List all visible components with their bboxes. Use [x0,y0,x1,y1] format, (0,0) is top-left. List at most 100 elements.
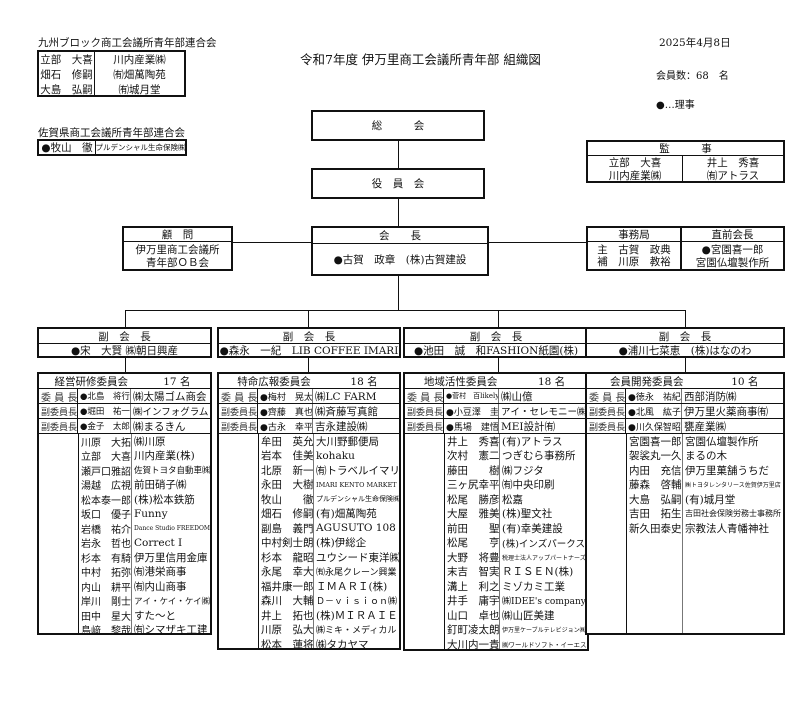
past-president-box: 直前会長 ●宮園喜一郎 宮園仏壇製作所 [680,226,785,271]
member-company: 松嘉 [502,493,523,506]
date: 2025年4月8日 [659,37,731,49]
member-row: 藤田 樹㈱フジタ [405,463,587,478]
member-name: 袈裟丸一久 [629,450,682,463]
member-name: 井上 拓也 [261,609,313,622]
member-name: 島﨑 黎哉 [81,626,131,637]
member-name: 立部 大喜 [81,452,131,463]
officer-role: 副委員長 [219,419,258,433]
officer-name: ●梅村 晃太 [258,389,313,403]
advisor-box: 顧 問 伊万里商工会議所 青年部ＯＢ会 [122,226,233,271]
connector-line [125,310,126,327]
vice-president-name: ●浦川七菜恵 (株)はなのわ [618,344,752,357]
officer-role: 副委員長 [405,404,444,418]
president-box: 会 長 ●古賀 政章 (株)古賀建設 [311,226,489,276]
officer-company: アイ・セレモニー㈱ [501,407,587,418]
member-count: 会員数：68 名 [656,71,729,82]
board-label: 役 員 会 [371,178,425,190]
officer-role: 副委員長 [219,404,258,418]
officer-company: 伊万里火薬商事㈲ [684,405,768,418]
president-title: 会 長 [313,228,487,244]
kyushu-company: 川内産業㈱ [113,54,166,66]
committee-count: 17 名 [163,375,191,388]
member-company: 前田硝子㈱ [134,479,187,492]
member-row: 中村剣士朗(株)伊総企 [219,536,399,551]
member-row: 藤森 啓輔㈱トヨタレンタリース佐賀伊万里店 [587,478,783,493]
member-company: ㈲港栄商事 [134,566,187,579]
member-name: 中村 拓弥 [81,568,131,579]
officer-role: 副委員長 [39,419,78,433]
past-president-line1: ●宮園喜一郎 [701,243,764,256]
connector-line [125,357,126,372]
connector-line [685,310,686,327]
member-row: 松本 蓮将㈱タカヤマ [219,637,399,652]
vice-president-name: ●池田 誠 和FASHION紙園(株) [413,344,579,357]
member-name: 福井康一郎 [261,580,313,593]
member-row: 湯越 広視前田硝子㈱ [39,478,210,492]
member-company: ㈲トラベルイマリ [316,464,399,477]
officer-company: 西部消防㈱ [684,390,737,403]
member-name: 杉本 有騎 [81,553,131,565]
vice-president-name: ●宋 大賢 ㈱朝日興産 [71,344,178,357]
member-company: ㈱フジタ [502,464,544,477]
member-name: 藤田 樹 [447,464,499,477]
committee-count: 10 名 [731,375,759,388]
member-company: ㈱ワールドソフト・イーエス [502,641,587,650]
committee-name: 経営研修委員会 [54,375,129,388]
member-name: 内山 耕平 [81,582,131,594]
member-name: 次村 憲二 [447,450,499,463]
secretariat-title: 事務局 [588,228,680,242]
member-row: 吉田 拓生吉田社会保険労務士事務所 [587,507,783,522]
officer-row: 副委員長●小豆澤 圭アイ・セレモニー㈱ [405,404,587,419]
member-company: (株)ＭＩＲＡＩＥ [316,609,398,622]
officer-company: MEI設計㈲ [501,420,556,433]
director-legend: ●…理事 [656,100,695,111]
member-row: 内山 耕平㈲内山商事 [39,579,210,594]
board-box: 役 員 会 [311,168,485,199]
auditor-company: ㈲アトラス [706,169,760,182]
officer-role: 委 員 長 [405,389,444,403]
officer-name: ●堀田 祐一 [78,404,131,418]
member-company: Correct I [134,536,183,549]
member-row: 新久田泰史宗教法人青幡神社 [587,521,783,536]
member-name: 溝上 利之 [447,580,499,593]
auditor-company: 川内産業㈱ [608,169,662,182]
member-name: 杉本 龍昭 [261,551,313,564]
member-row: 牧山 徹プルデンシャル生命保険㈱ [219,492,399,507]
officer-company: 甕産業㈱ [684,420,726,433]
kyushu-name: 大島 弘嗣 [40,84,93,96]
member-name: 森川 大輔 [261,595,313,608]
officer-row: 委 員 長●梅村 晃太㈱LC FARM [219,389,399,404]
member-row: 永尾 幸大㈲永尾クレーン興業 [219,565,399,580]
member-row: 田中 星大すた～と [39,608,210,623]
saga-company: プルデンシャル生命保険㈱ [96,143,185,152]
member-name: 中村剣士朗 [261,537,313,550]
member-name: 岸川 剛士 [81,597,131,608]
member-company: (有)アトラス [502,435,563,448]
member-row: 次村 憲二つぎむら事務所 [405,449,587,464]
committee-name: 特命広報委員会 [237,375,311,388]
column-divider [444,434,445,649]
vice-president-box: 副 会 長●池田 誠 和FASHION紙園(株) [403,327,589,358]
general-assembly-box: 総 会 [311,110,485,141]
past-president-title: 直前会長 [682,228,783,242]
officer-company: ㈱山億 [501,390,533,403]
vice-president-title: 副 会 長 [219,329,399,344]
member-name: 宮園喜一郎 [629,435,682,448]
column-divider [499,434,500,649]
member-row: 大屋 雅美(株)聖文社 [405,507,587,522]
member-name: 山口 卓也 [447,609,499,622]
member-row: 松尾 勝彦松嘉 [405,492,587,507]
member-row: 井上 拓也(株)ＭＩＲＡＩＥ [219,608,399,623]
member-company: (株)インズパークス [502,538,585,550]
member-company: ㈱川原 [134,435,166,448]
officer-company: ㈱斉藤写真館 [315,405,378,418]
member-company: ㈱トヨタレンタリース佐賀伊万里店 [685,482,781,490]
